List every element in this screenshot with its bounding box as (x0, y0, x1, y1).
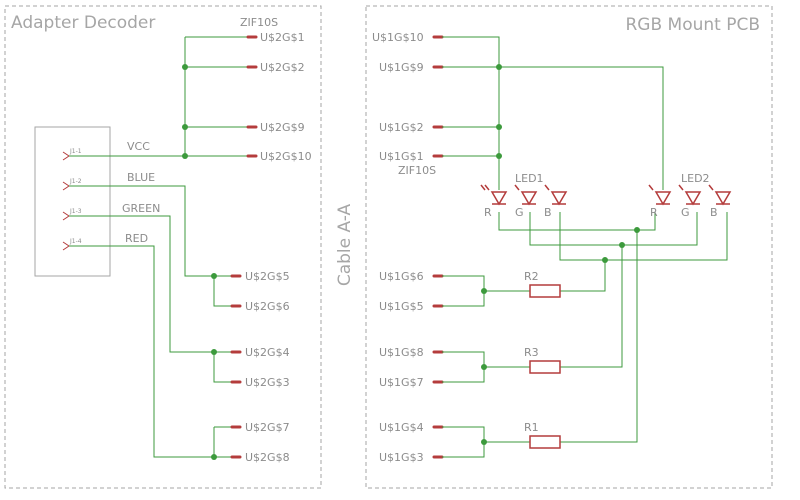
left-pin-label: U$2G$8 (245, 451, 290, 464)
right-pin-label: U$1G$1 (379, 150, 424, 163)
signal-red-label: RED (125, 232, 148, 245)
cable-label: Cable A-A (335, 203, 355, 286)
led2-leg-r: R (650, 206, 658, 219)
left-pin-label: U$2G$2 (260, 61, 305, 74)
connector-pin-label: J1-3 (69, 208, 82, 215)
left-pin-label: U$2G$1 (260, 31, 305, 44)
rgb-mount-frame (365, 5, 773, 489)
connector-body (34, 126, 111, 277)
right-pin-label: U$1G$8 (379, 346, 424, 359)
led2-leg-b: B (710, 206, 718, 219)
rgb-mount-title: RGB Mount PCB (625, 15, 760, 35)
right-zif-label: ZIF10S (398, 164, 436, 177)
adapter-decoder-frame (4, 5, 322, 489)
left-junctions (182, 64, 217, 460)
left-pin-label: U$2G$10 (260, 150, 312, 163)
resistor-label: R3 (524, 346, 539, 359)
right-pin-label: U$1G$10 (372, 31, 424, 44)
left-pin-label: U$2G$5 (245, 270, 290, 283)
adapter-decoder-title: Adapter Decoder (11, 13, 155, 33)
right-pins (432, 35, 444, 459)
led2-symbol (648, 184, 732, 206)
right-pin-label: U$1G$9 (379, 61, 424, 74)
right-pin-label: U$1G$2 (379, 121, 424, 134)
led2-leg-g: G (681, 206, 690, 219)
right-pin-label: U$1G$5 (379, 300, 424, 313)
resistor-r3 (529, 360, 561, 374)
resistor-label: R2 (524, 270, 539, 283)
resistor-r1 (529, 435, 561, 449)
left-wires (69, 36, 248, 458)
signal-green-label: GREEN (122, 202, 160, 215)
signal-vcc-label: VCC (127, 140, 150, 153)
left-pin-label: U$2G$4 (245, 346, 290, 359)
connector-pin-4: J1-4 (62, 238, 82, 251)
led1-leg-g: G (515, 206, 524, 219)
connector-pin-2: J1-2 (62, 178, 82, 191)
signal-blue-label: BLUE (127, 171, 155, 184)
right-junctions (481, 64, 640, 445)
right-pin-label: U$1G$6 (379, 270, 424, 283)
left-pins (230, 35, 258, 459)
connector-pin-label: J1-1 (69, 148, 82, 155)
connector-pin-3: J1-3 (62, 208, 82, 221)
led1-leg-r: R (484, 206, 492, 219)
right-pin-label: U$1G$4 (379, 421, 424, 434)
led1-label: LED1 (515, 172, 544, 185)
right-pin-label: U$1G$7 (379, 376, 424, 389)
led1-symbol (480, 184, 568, 206)
resistor-label: R1 (524, 421, 539, 434)
right-wires (442, 36, 728, 458)
connector-pin-1: J1-1 (62, 148, 82, 161)
right-pin-label: U$1G$3 (379, 451, 424, 464)
left-zif-label: ZIF10S (240, 16, 278, 29)
connector-pin-label: J1-4 (69, 238, 82, 245)
led1-leg-b: B (544, 206, 552, 219)
left-pin-label: U$2G$6 (245, 300, 290, 313)
resistor-r2 (529, 284, 561, 298)
left-pin-label: U$2G$9 (260, 121, 305, 134)
left-pin-label: U$2G$7 (245, 421, 290, 434)
connector-pin-label: J1-2 (69, 178, 82, 185)
left-pin-label: U$2G$3 (245, 376, 290, 389)
led2-label: LED2 (681, 172, 710, 185)
